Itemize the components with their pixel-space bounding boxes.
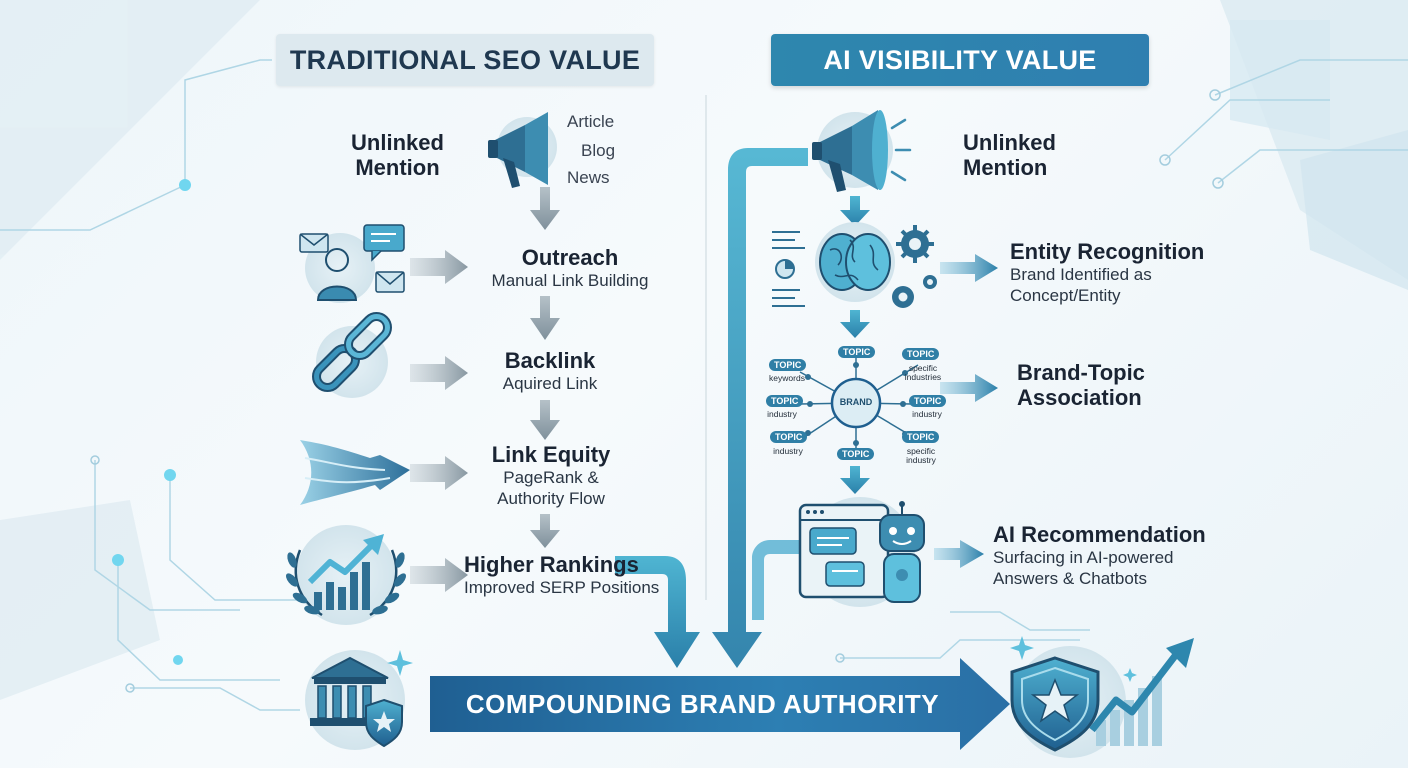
step-title: Outreach: [521, 245, 619, 270]
topic-sub-label: specific industries: [904, 363, 942, 382]
step-title: Backlink: [504, 348, 596, 373]
brand-node: [830, 377, 882, 429]
left-start-line2: Mention: [355, 155, 440, 180]
step-subtitle: PageRank &: [503, 468, 599, 487]
topic-sub-label: industry: [767, 409, 797, 419]
step-ai-recommendation: AI Recommendation Surfacing in AI-powere…: [993, 522, 1233, 589]
right-arrow: [410, 250, 468, 284]
background-decoration: [0, 0, 1408, 711]
source-label-news: News: [567, 168, 610, 187]
step-title: Brand-Topic: [1017, 360, 1145, 385]
topic-sub-label: industry: [773, 446, 803, 456]
flow-arrow-icon: [300, 440, 410, 505]
brain-gears-icon: [772, 222, 937, 308]
person-message-icon: [299, 224, 405, 303]
source-label-article: Article: [567, 112, 615, 131]
topic-chip: TOPIC: [766, 395, 804, 407]
left-start-line1: Unlinked: [351, 130, 444, 155]
chatbot-icon: [798, 497, 925, 607]
traditional-seo-header: TRADITIONAL SEO VALUE: [276, 34, 654, 86]
right-arrow: [410, 456, 468, 490]
connector-arrow-bottom: [752, 540, 800, 620]
step-subtitle: Manual Link Building: [491, 271, 649, 290]
topic-chip: TOPIC: [902, 431, 940, 443]
right-arrow: [410, 356, 468, 390]
down-arrow: [530, 187, 560, 230]
step-brand-topic: Brand-Topic Association: [1017, 360, 1187, 410]
step-subtitle: Surfacing in AI-powered: [993, 548, 1174, 567]
left-start-label: Unlinked Mention: [340, 130, 455, 180]
right-arrow: [940, 254, 998, 282]
step-outreach: Outreach Manual Link Building: [470, 245, 670, 291]
right-arrow: [940, 374, 998, 402]
step-higher-rankings: Higher Rankings Improved SERP Positions: [464, 552, 679, 598]
brand-node-label: BRAND: [839, 397, 873, 407]
step-entity-recognition: Entity Recognition Brand Identified as C…: [1010, 239, 1240, 306]
topic-chip: TOPIC: [837, 448, 875, 460]
outcome-label: COMPOUNDING BRAND AUTHORITY: [465, 688, 940, 719]
right-start-line2: Mention: [963, 155, 1048, 180]
down-arrow: [840, 196, 870, 226]
step-subtitle-2: Concept/Entity: [1010, 286, 1121, 305]
topic-sub-label: specific industry: [906, 446, 936, 465]
chain-link-icon: [312, 312, 392, 398]
megaphone-icon: [812, 110, 912, 192]
step-backlink: Backlink Aquired Link: [470, 348, 630, 394]
right-start-line1: Unlinked: [963, 130, 1056, 155]
step-subtitle: Aquired Link: [502, 374, 598, 393]
step-title: Higher Rankings: [464, 552, 639, 577]
shield-growth-icon: [1010, 636, 1194, 758]
step-title: Entity Recognition: [1010, 239, 1205, 264]
topic-chip: TOPIC: [770, 431, 808, 443]
topic-chip: TOPIC: [909, 395, 947, 407]
step-subtitle-2: Answers & Chatbots: [993, 569, 1148, 588]
step-subtitle: Brand Identified as: [1010, 265, 1152, 284]
topic-sub-label: keywords: [769, 373, 805, 383]
step-title: Link Equity: [491, 442, 611, 467]
topic-sub-label: industry: [912, 409, 942, 419]
topic-chip: TOPIC: [769, 359, 807, 371]
down-arrow: [840, 310, 870, 338]
step-title-2: Association: [1017, 385, 1142, 410]
step-subtitle-2: Authority Flow: [497, 489, 605, 508]
down-arrow: [530, 514, 560, 548]
megaphone-icon: [488, 112, 557, 188]
right-arrow: [934, 540, 984, 568]
institution-shield-icon: [305, 650, 413, 750]
connector-arrow-top: [712, 148, 808, 668]
outcome-banner: [430, 658, 1010, 750]
ai-visibility-header: AI VISIBILITY VALUE: [771, 34, 1149, 86]
down-arrow: [840, 466, 870, 494]
source-label-blog: Blog: [581, 141, 616, 160]
step-link-equity: Link Equity PageRank & Authority Flow: [470, 442, 632, 509]
down-arrow: [530, 296, 560, 340]
down-arrow: [530, 400, 560, 440]
right-arrow: [410, 558, 468, 592]
topic-chip: TOPIC: [902, 348, 940, 360]
right-start-label: Unlinked Mention: [963, 130, 1093, 180]
topic-chip: TOPIC: [838, 346, 876, 358]
laurel-growth-chart-icon: [286, 525, 406, 625]
step-subtitle: Improved SERP Positions: [464, 578, 660, 597]
step-title: AI Recommendation: [993, 522, 1206, 547]
merge-arrow-left: [615, 556, 700, 668]
